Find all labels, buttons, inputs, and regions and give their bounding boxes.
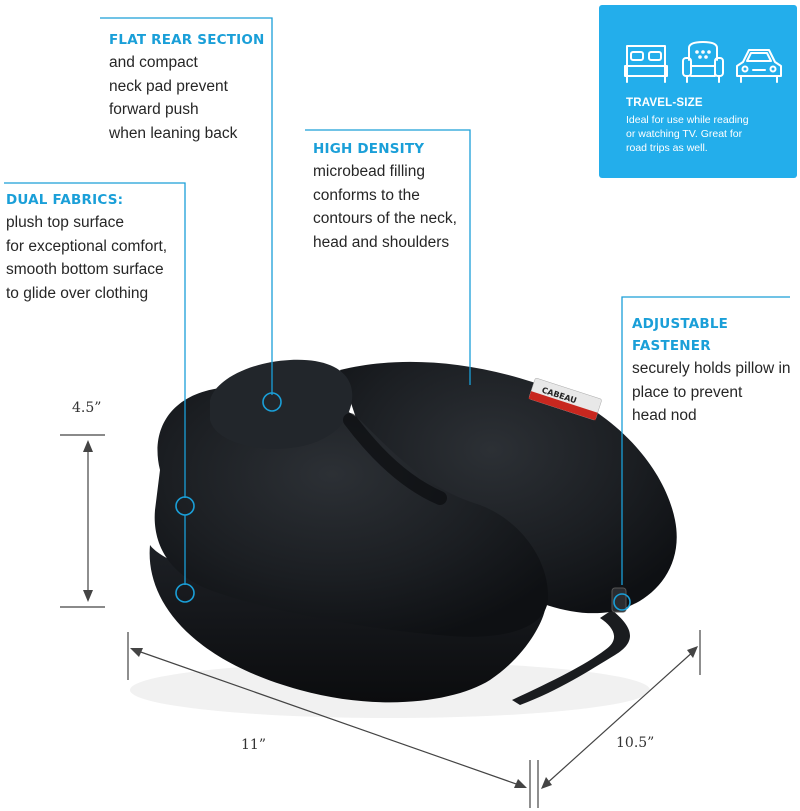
bottom-fabric — [149, 545, 545, 703]
callout-high-density-line: head and shoulders — [313, 233, 450, 251]
travel-size-title: TRAVEL-SIZE — [626, 97, 703, 109]
callout-dual-fabrics-line: smooth bottom surface — [6, 261, 164, 278]
travel-size-line: or watching TV. Great for — [626, 128, 743, 140]
travel-icons — [624, 41, 782, 83]
right-arm — [340, 361, 677, 614]
travel-size-description: Ideal for use while reading or watching … — [626, 113, 791, 155]
dimension-height: 4.5” — [72, 400, 102, 416]
callout-high-density-line: microbead filling — [313, 163, 425, 180]
armchair-icon — [682, 41, 724, 83]
callout-flat-rear-line: and compact — [109, 54, 198, 71]
callout-fastener-title: ADJUSTABLE FASTENER — [632, 316, 729, 354]
callout-dual-fabrics-title: DUAL FABRICS: — [6, 192, 124, 208]
travel-size-line: Ideal for use while reading — [626, 114, 749, 126]
callout-high-density-line: contours of the neck, — [313, 210, 457, 227]
callout-dual-fabrics: DUAL FABRICS: plush top surface for exce… — [6, 189, 167, 305]
dimension-length: 11” — [241, 737, 266, 753]
travel-size-box: TRAVEL-SIZE Ideal for use while reading … — [599, 5, 797, 178]
callout-high-density-title: HIGH DENSITY — [313, 141, 425, 157]
left-arm — [154, 386, 549, 637]
strap — [512, 610, 630, 705]
callout-fastener-line: securely holds pillow in — [632, 360, 791, 377]
callout-flat-rear-line: forward push — [109, 101, 199, 118]
dimension-width: 10.5” — [616, 735, 655, 751]
callout-dual-fabrics-line: for exceptional comfort, — [6, 237, 168, 255]
callout-high-density-line: conforms to the — [313, 186, 420, 204]
callout-high-density: HIGH DENSITY microbead filling conforms … — [313, 138, 457, 254]
car-icon — [736, 49, 782, 83]
callout-flat-rear-line: when leaning back — [109, 124, 238, 142]
bed-icon — [624, 45, 668, 83]
callout-adjustable-fastener: ADJUSTABLE FASTENER securely holds pillo… — [632, 313, 800, 428]
callout-flat-rear-title: FLAT REAR SECTION — [109, 32, 265, 48]
callout-dual-fabrics-line: plush top surface — [6, 214, 125, 231]
callout-fastener-line: place to prevent — [632, 383, 743, 401]
travel-size-line: road trips as well. — [626, 142, 708, 154]
callout-dual-fabrics-line: to glide over clothing — [6, 284, 149, 302]
callout-fastener-line: head nod — [632, 407, 697, 424]
callout-flat-rear-line: neck pad prevent — [109, 77, 228, 95]
callout-flat-rear: FLAT REAR SECTION and compact neck pad p… — [109, 29, 265, 145]
